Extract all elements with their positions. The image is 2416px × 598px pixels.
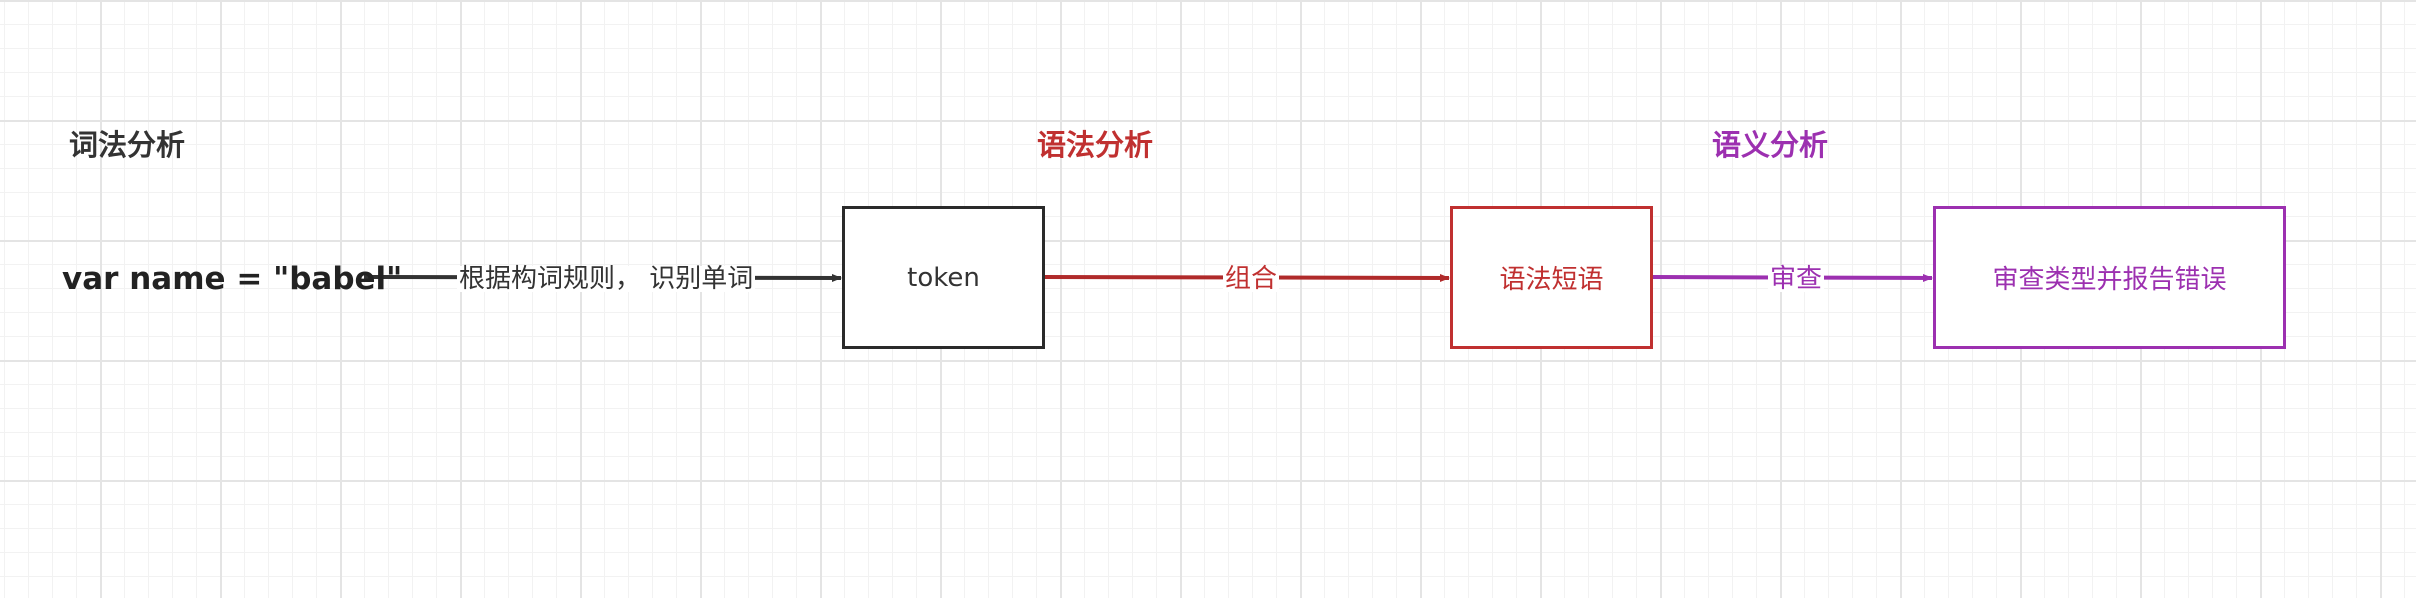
semantic-analysis-title: 语义分析 bbox=[1712, 128, 1829, 162]
lexical-analysis-title: 词法分析 bbox=[69, 128, 186, 162]
token-box: token bbox=[842, 206, 1045, 349]
token-label: token bbox=[907, 262, 980, 293]
combine-label: 组合 bbox=[1223, 264, 1280, 294]
lexical-rule-label: 根据构词规则， 识别单词 bbox=[457, 264, 756, 294]
source-code-text: var name = "babel" bbox=[62, 261, 403, 297]
type-check-report-box: 审查类型并报告错误 bbox=[1933, 206, 2286, 349]
syntax-phrase-label: 语法短语 bbox=[1499, 265, 1604, 295]
type-check-report-label: 审查类型并报告错误 bbox=[1992, 265, 2227, 295]
syntax-phrase-box: 语法短语 bbox=[1450, 206, 1653, 349]
syntax-analysis-title: 语法分析 bbox=[1037, 128, 1154, 162]
review-label: 审查 bbox=[1768, 264, 1825, 294]
